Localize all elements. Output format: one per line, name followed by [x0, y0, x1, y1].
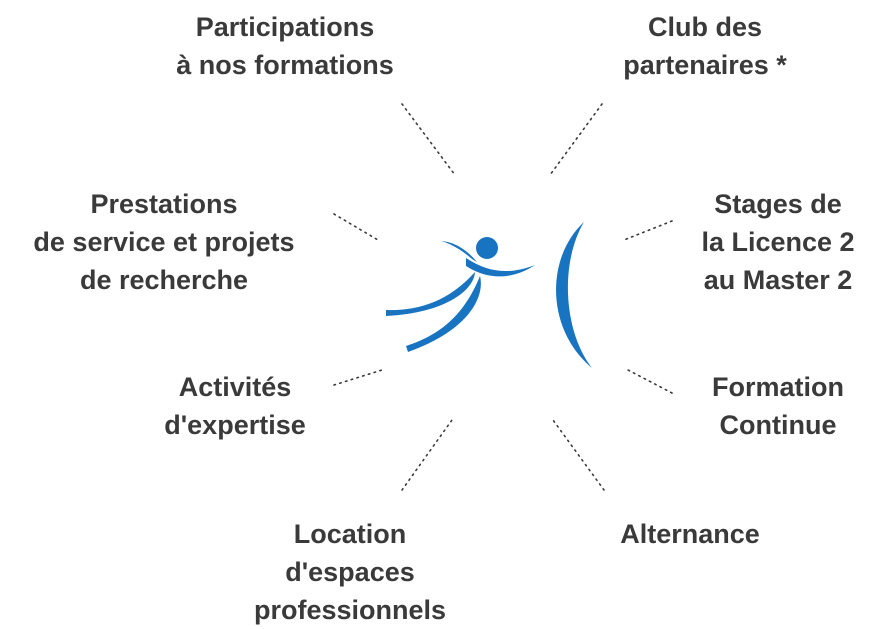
label-prestations: Prestations de service et projets de rec… — [4, 185, 324, 299]
logo-upper-swoosh-shape — [386, 272, 475, 316]
label-line: Continue — [719, 410, 837, 440]
connector-alternance — [552, 419, 605, 491]
connector-prestations — [333, 213, 379, 241]
connector-formation-continue — [627, 369, 673, 394]
label-line: la Licence 2 — [701, 227, 855, 257]
connector-club — [549, 103, 603, 176]
connector-activites — [333, 369, 383, 386]
logo-head-shape — [476, 237, 498, 259]
label-line: professionnels — [253, 595, 447, 625]
label-activites: Activités d'expertise — [130, 368, 340, 444]
label-participations: Participations à nos formations — [150, 8, 420, 84]
label-line: partenaires * — [623, 50, 787, 80]
label-alternance: Alternance — [580, 515, 800, 553]
logo-lower-swoosh-shape — [406, 276, 481, 352]
label-line: Activités — [178, 372, 292, 402]
label-line: Location — [293, 519, 407, 549]
label-line: de recherche — [79, 265, 249, 295]
connector-location — [401, 419, 453, 491]
logo-right-arm-shape — [466, 258, 535, 277]
label-line: d'expertise — [164, 410, 306, 440]
label-location: Location d'espaces professionnels — [215, 515, 485, 629]
label-line: au Master 2 — [703, 265, 853, 295]
dancing-figure-logo-icon — [386, 222, 592, 368]
logo-crescent-shape — [556, 222, 592, 368]
label-line: de service et projets — [33, 227, 295, 257]
label-line: Prestations — [90, 189, 238, 219]
label-stages: Stages de la Licence 2 au Master 2 — [680, 185, 876, 299]
label-line: Club des — [647, 12, 762, 42]
label-line: d'espaces — [285, 557, 415, 587]
label-line: Formation — [712, 372, 844, 402]
label-club: Club des partenaires * — [590, 8, 820, 84]
label-line: Participations — [195, 12, 375, 42]
connector-stages — [623, 220, 673, 241]
label-line: Alternance — [620, 519, 760, 549]
logo-left-arm-shape — [441, 241, 477, 262]
label-line: à nos formations — [176, 50, 394, 80]
connector-participations — [401, 103, 456, 176]
label-line: Stages de — [714, 189, 842, 219]
label-formation-continue: Formation Continue — [680, 368, 876, 444]
